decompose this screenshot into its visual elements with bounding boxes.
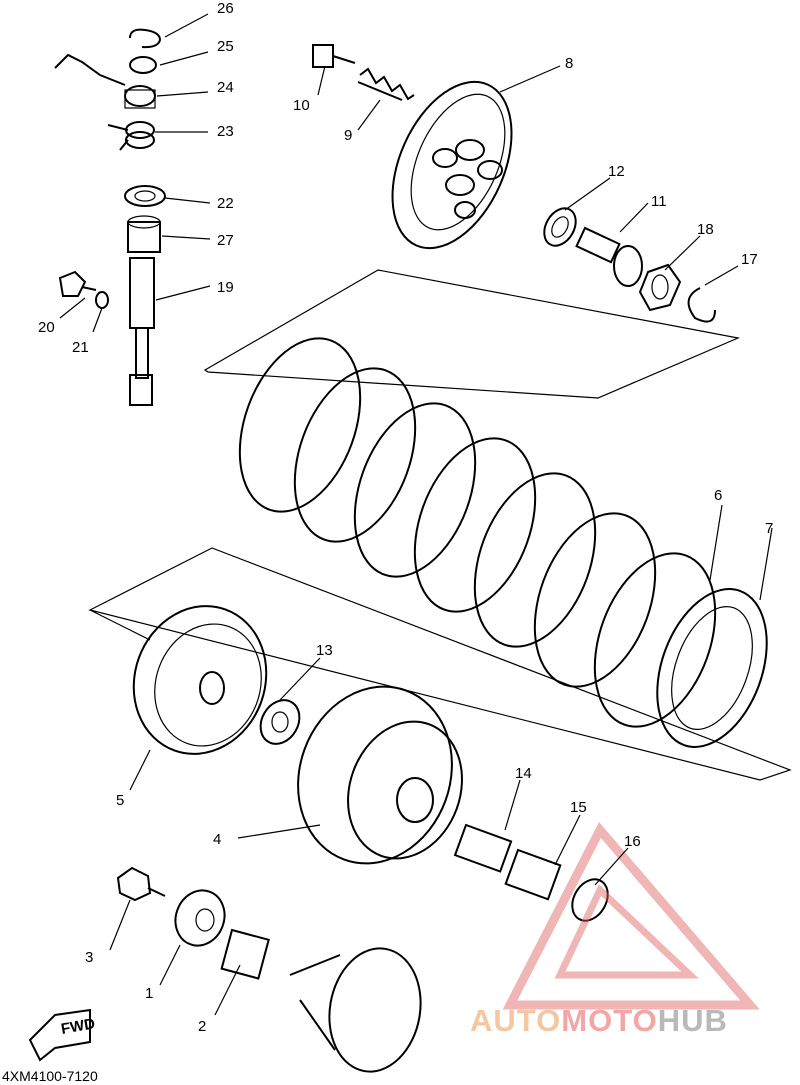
callout-11: 11 xyxy=(651,193,667,210)
washer-16 xyxy=(571,878,609,922)
bolt-3 xyxy=(116,866,166,902)
callout-17: 17 xyxy=(741,251,758,268)
spacer-14 xyxy=(453,823,513,873)
callout-16: 16 xyxy=(624,833,641,850)
watermark-part-auto: AUTO xyxy=(470,1003,562,1038)
callout-8: 8 xyxy=(565,55,573,72)
callout-13: 13 xyxy=(316,642,333,659)
torsion-spring-23 xyxy=(107,121,155,151)
callout-21: 21 xyxy=(72,339,89,356)
callout-10: 10 xyxy=(293,97,310,114)
leader-lines xyxy=(59,13,773,1016)
pressure-plate xyxy=(391,80,513,250)
gear-1 xyxy=(174,889,226,947)
callout-7: 7 xyxy=(765,520,773,537)
washer-12 xyxy=(543,207,577,247)
callout-25: 25 xyxy=(217,38,234,55)
push-lever-shaft-19 xyxy=(129,257,155,406)
callout-23: 23 xyxy=(217,123,234,140)
needle-bearing-15 xyxy=(504,848,562,901)
callout-19: 19 xyxy=(217,279,234,296)
clutch-plate-stack xyxy=(238,337,768,748)
callout-18: 18 xyxy=(697,221,714,238)
friction-plate-group-outline xyxy=(203,269,741,399)
drawing-code: 4XM4100-7120 xyxy=(2,1068,98,1084)
callout-labels: 26 25 24 23 22 27 19 20 21 10 9 8 12 11 … xyxy=(38,0,773,1035)
clutch-housing-cover xyxy=(289,947,422,1073)
push-rod-short xyxy=(575,226,643,287)
oil-seal-22 xyxy=(124,185,166,207)
callout-26: 26 xyxy=(217,0,234,17)
nut-18 xyxy=(638,263,682,312)
callout-20: 20 xyxy=(38,319,55,336)
spacer-2 xyxy=(220,928,270,980)
push-lever-24 xyxy=(54,53,156,109)
callout-14: 14 xyxy=(515,765,532,782)
bearing-27 xyxy=(127,215,161,253)
callout-15: 15 xyxy=(570,799,587,816)
callout-27: 27 xyxy=(217,232,234,249)
watermark-text: AUTOMOTOHUB xyxy=(470,1003,728,1039)
fwd-arrow-icon: FWD xyxy=(28,1008,97,1062)
primary-driven-gear xyxy=(132,605,268,755)
lock-washer-17 xyxy=(687,287,716,323)
washer-21 xyxy=(95,291,109,309)
watermark-part-moto: MOTO xyxy=(561,1003,658,1038)
callout-12: 12 xyxy=(608,163,625,180)
clutch-spring-bolt xyxy=(312,44,356,68)
callout-3: 3 xyxy=(85,949,93,966)
watermark-triangle-logo xyxy=(502,821,760,1010)
callout-2: 2 xyxy=(198,1018,206,1035)
clutch-spring xyxy=(357,67,415,101)
clutch-boss-group-outline xyxy=(88,547,792,781)
bolt-20 xyxy=(58,270,97,297)
watermark-part-hub: HUB xyxy=(657,1003,728,1038)
circlip-26 xyxy=(129,28,162,49)
callout-24: 24 xyxy=(217,79,234,96)
callout-22: 22 xyxy=(217,195,234,212)
clutch-boss xyxy=(297,685,463,865)
callout-5: 5 xyxy=(116,792,124,809)
callout-4: 4 xyxy=(213,831,221,848)
callout-9: 9 xyxy=(344,127,352,144)
fwd-label: FWD xyxy=(60,1015,97,1038)
washer-25 xyxy=(129,56,157,74)
callout-6: 6 xyxy=(714,487,722,504)
thrust-washer-13 xyxy=(259,699,301,745)
callout-1: 1 xyxy=(145,985,153,1002)
